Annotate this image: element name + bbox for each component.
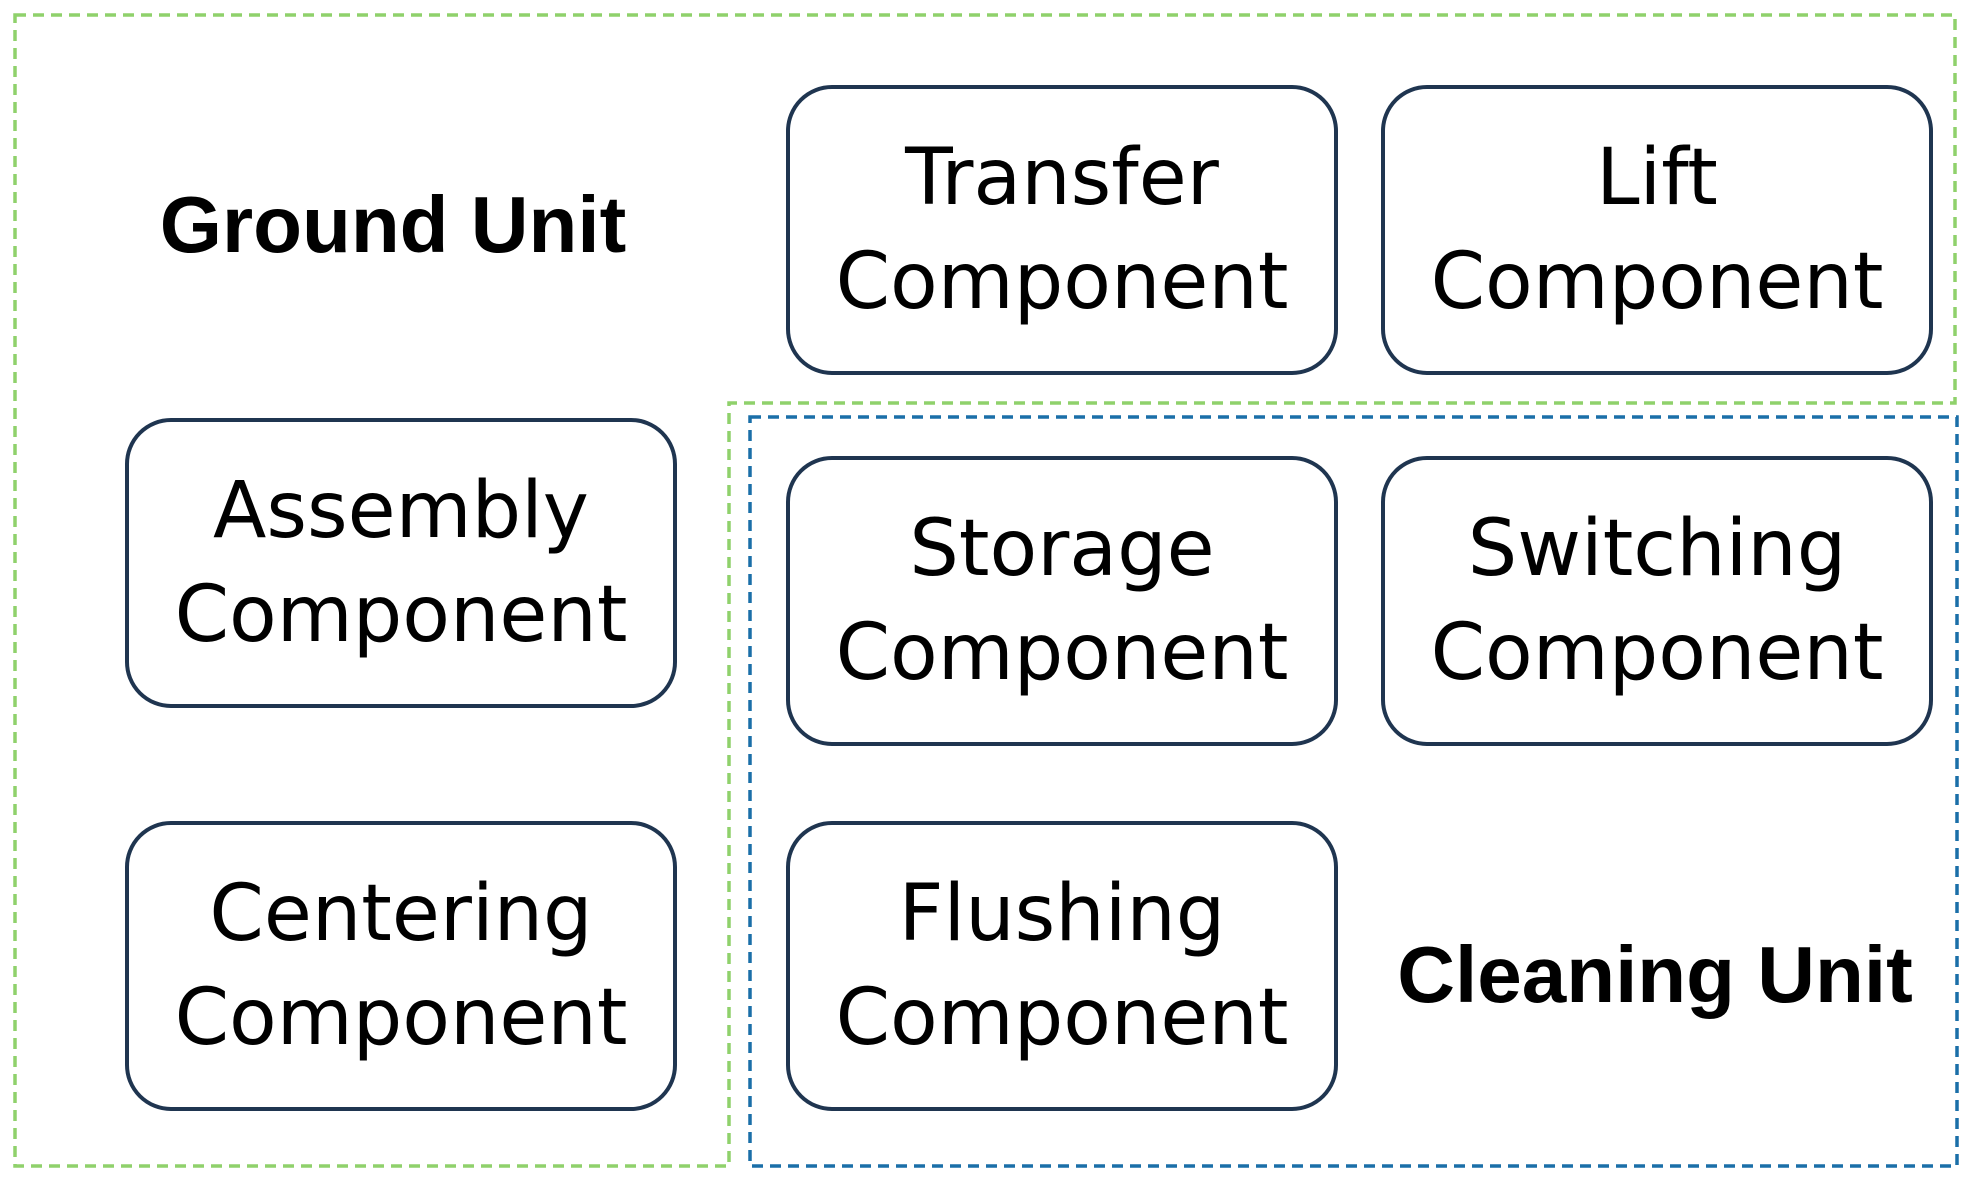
cleaning-unit-boundary [748,415,1959,1168]
centering-component-label-line1: Centering [209,869,593,959]
lift-component-box[interactable]: Lift Component [1381,85,1933,375]
storage-component-box[interactable]: Storage Component [786,456,1338,746]
cleaning-unit-title: Cleaning Unit [1397,930,1913,1019]
lift-component-label-line1: Lift [1596,133,1718,223]
ground-unit-boundary [13,13,1957,1168]
storage-component-label-line2: Component [835,608,1289,698]
transfer-component-label-line2: Component [835,237,1289,327]
assembly-component-label-line1: Assembly [213,466,589,556]
transfer-component-box[interactable]: Transfer Component [786,85,1338,375]
ground-unit-title: Ground Unit [159,180,627,269]
switching-component-label-line1: Switching [1467,504,1847,594]
transfer-component-label-line1: Transfer [905,133,1219,223]
storage-component-label-line1: Storage [909,504,1215,594]
flushing-component-box[interactable]: Flushing Component [786,821,1338,1111]
lift-component-label-line2: Component [1430,237,1884,327]
flushing-component-label-line2: Component [835,973,1289,1063]
switching-component-box[interactable]: Switching Component [1381,456,1933,746]
centering-component-label-line2: Component [174,973,628,1063]
centering-component-box[interactable]: Centering Component [125,821,677,1111]
switching-component-label-line2: Component [1430,608,1884,698]
flushing-component-label-line1: Flushing [898,869,1226,959]
assembly-component-label-line2: Component [174,570,628,660]
assembly-component-box[interactable]: Assembly Component [125,418,677,708]
